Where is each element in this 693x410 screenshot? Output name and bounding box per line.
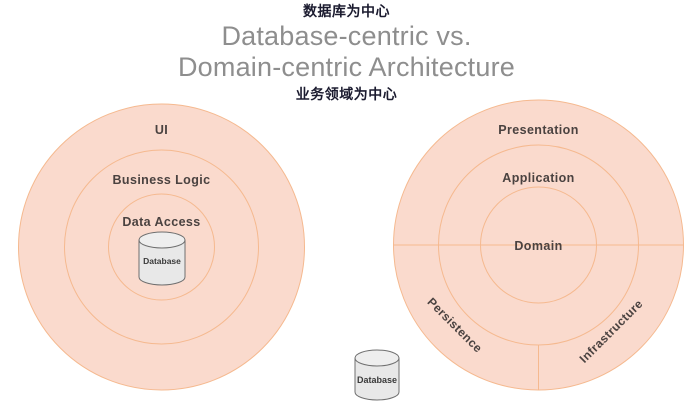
cylinder-body xyxy=(138,239,186,286)
ring-label-ui: UI xyxy=(155,123,168,137)
database-cylinder-inner[interactable]: Database xyxy=(138,231,186,286)
ring-label-domain: Domain xyxy=(514,239,562,253)
ring-label-application: Application xyxy=(502,171,574,185)
database-label: Database xyxy=(357,375,397,385)
cylinder-top xyxy=(138,231,186,249)
ring-label-data-access: Data Access xyxy=(122,215,200,229)
cylinder-top xyxy=(354,349,400,367)
database-label: Database xyxy=(143,256,181,266)
left-diagram-group: UI Business Logic Data Access Database xyxy=(18,103,305,391)
right-diagram-group: Presentation Application Domain Persiste… xyxy=(393,99,684,391)
ring-label-business-logic: Business Logic xyxy=(113,173,211,187)
database-cylinder-external[interactable]: Database xyxy=(354,349,400,401)
cylinder-body xyxy=(354,357,400,401)
ring-label-presentation: Presentation xyxy=(498,123,579,137)
